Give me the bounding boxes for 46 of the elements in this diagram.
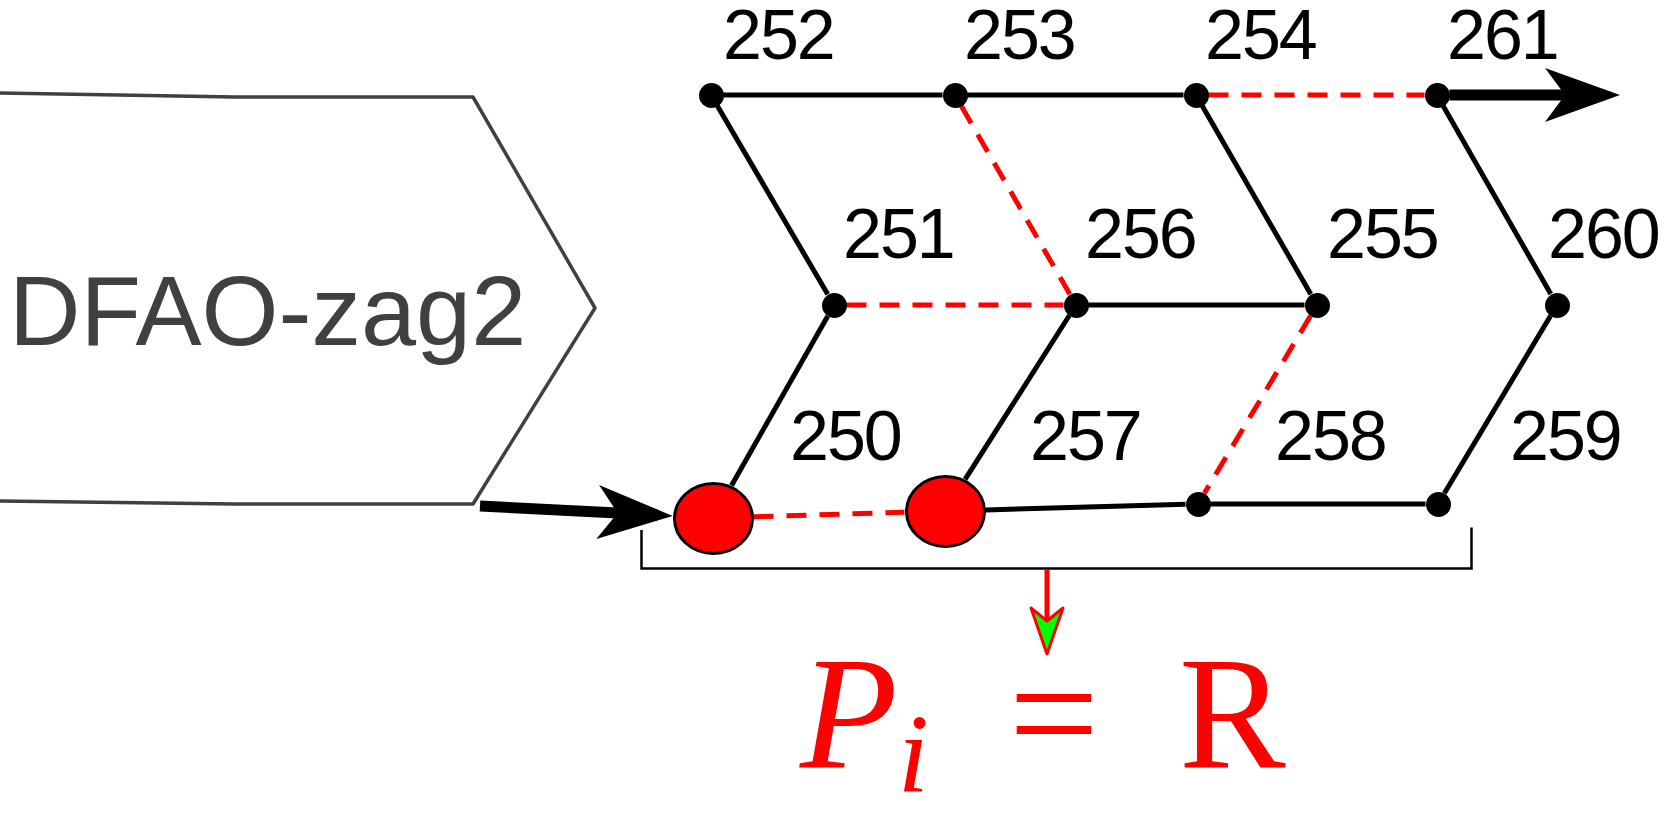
dashed-connector-line [1202,314,1313,495]
vertex-number: 250 [790,401,901,471]
dashed-connector-line [753,509,905,520]
connector-line [967,92,1184,98]
connector-line [715,104,830,296]
connector-line [729,314,830,487]
vertex-number: 258 [1275,401,1386,471]
connector-line [1210,501,1426,507]
arrow [479,485,673,539]
vertex-dot [1425,491,1451,517]
formula: P$_{i}$ = R [800,656,1286,812]
vertex-number: 260 [1548,199,1659,269]
vertex-dot [1544,292,1570,318]
vertex-ellipse [672,481,754,555]
dashed-connector-line [959,104,1072,296]
vertex-number: 252 [723,0,834,70]
vertex-dot [1063,292,1089,318]
vertex-number: 259 [1510,401,1621,471]
vertex-dot [1185,491,1211,517]
vertex-number: 251 [843,199,954,269]
vertex-number: 257 [1030,401,1141,471]
dashed-connector-line [846,302,1064,308]
vertex-dot [942,82,968,108]
vertex-dot [698,82,724,108]
connector-line [723,92,943,98]
arrow [1029,570,1065,656]
connector-line [1200,104,1313,296]
bracket [640,526,1473,570]
dashed-connector-line [1208,92,1425,98]
vertex-number: 256 [1085,199,1196,269]
vertex-number: 261 [1447,0,1558,70]
vertex-ellipse [904,474,986,548]
vertex-dot [821,292,847,318]
vertex-dot [1304,292,1330,318]
vertex-number: 253 [964,0,1075,70]
connector-line [1441,104,1553,296]
vertex-number: 254 [1205,0,1316,70]
block-label: DFAO-zag2 [9,254,527,368]
vertex-number: 255 [1327,199,1438,269]
connector-line [985,501,1186,513]
vertex-dot [1424,82,1450,108]
arrow [1449,68,1620,122]
connector-line [963,314,1072,481]
connector-line [1088,302,1305,308]
vertex-dot [1183,82,1209,108]
connector-line [1442,314,1553,495]
